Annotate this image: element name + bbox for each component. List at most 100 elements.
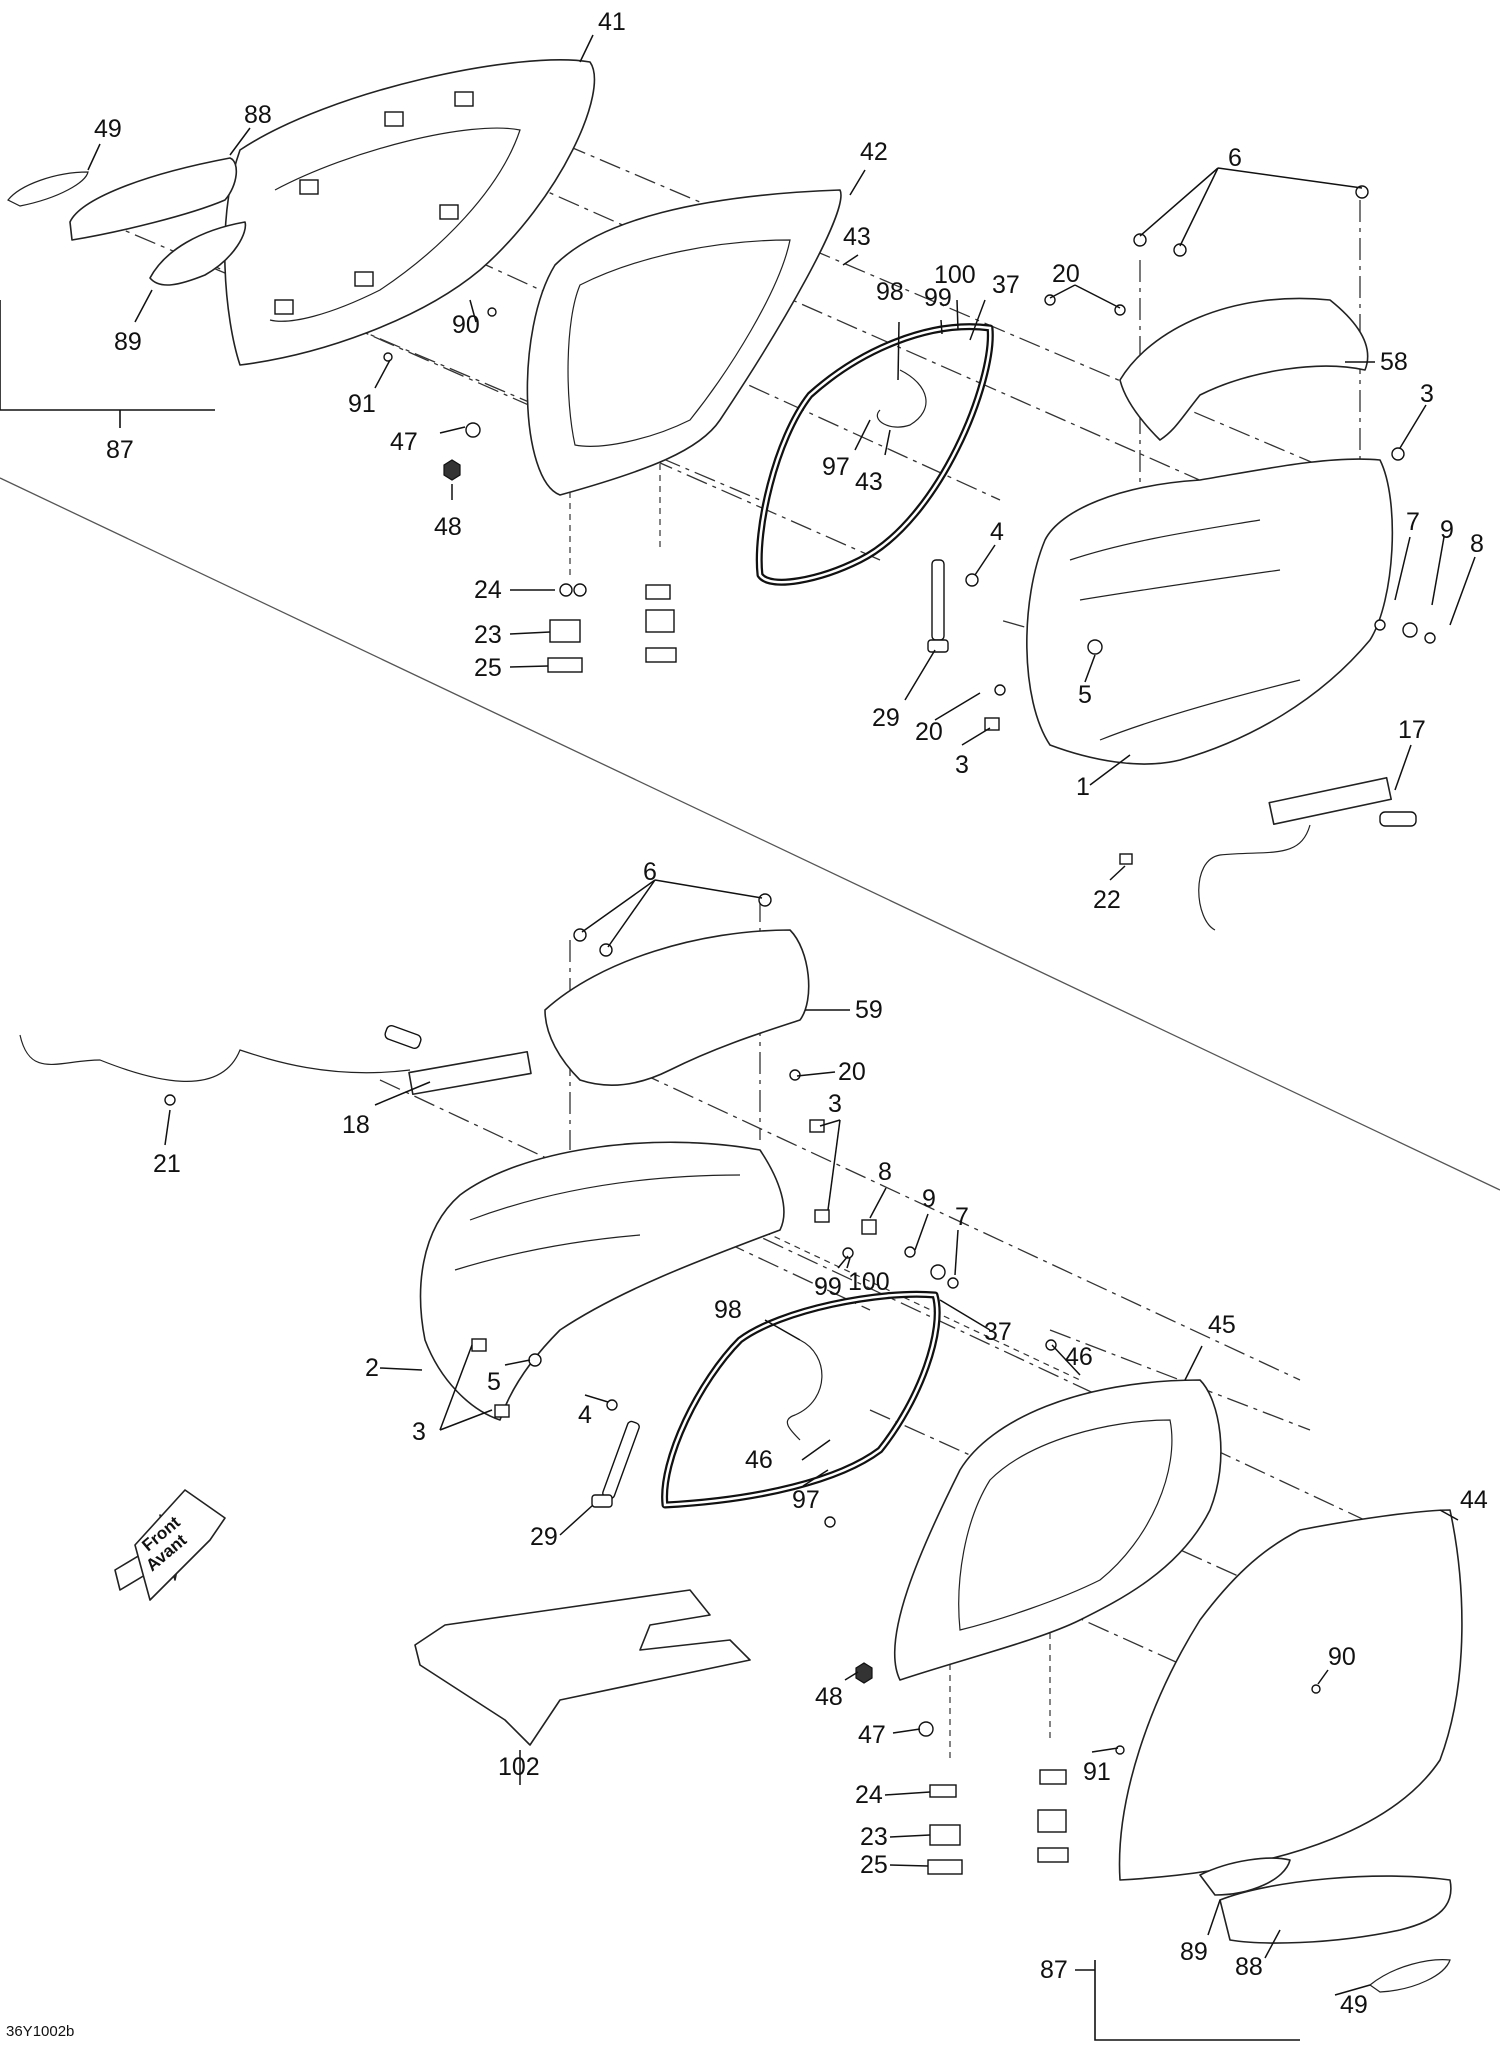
drawing-code: 36Y1002b: [6, 2023, 74, 2040]
bracket-87-top: [0, 300, 215, 411]
callout-25: 25: [860, 1851, 888, 1879]
saddlebag-case-2-ribs: [454, 1174, 741, 1271]
callout-6: 6: [1228, 144, 1242, 172]
callout-3: 3: [412, 1418, 426, 1446]
heat-shield-102: [414, 1589, 751, 1746]
callout-97: 97: [822, 453, 850, 481]
outer-lid-41-inner-edge: [269, 127, 521, 322]
callout-41: 41: [598, 8, 626, 36]
callout-98: 98: [876, 278, 904, 306]
saddlebag-case-1-ribs: [1069, 519, 1301, 741]
outer-lid-44: [1118, 1509, 1463, 1881]
trim-49-bottom: [1368, 1959, 1451, 1993]
callout-47: 47: [858, 1721, 886, 1749]
top-leader-lines: [87, 34, 1476, 881]
callout-42: 42: [860, 138, 888, 166]
callout-43: 43: [843, 223, 871, 251]
callout-47: 47: [390, 428, 418, 456]
top-callouts: 41 49 88 89 90 91 87 42 43 98 100 99 37 …: [94, 8, 1484, 914]
callout-100: 100: [848, 1268, 890, 1296]
top-small-hardware: [383, 185, 1436, 865]
callout-88: 88: [244, 101, 272, 129]
rear-cover-58: [1119, 297, 1369, 441]
callout-1: 1: [1076, 773, 1090, 801]
inner-liner-42-opening: [567, 239, 791, 447]
callout-18: 18: [342, 1111, 370, 1139]
seal-37-bottom: [661, 1290, 941, 1509]
callout-7: 7: [1406, 508, 1420, 536]
callout-45: 45: [1208, 1311, 1236, 1339]
callout-5: 5: [1078, 681, 1092, 709]
reflector-89-bottom: [1199, 1857, 1291, 1896]
callout-3: 3: [955, 751, 969, 779]
gas-strut-29-bottom: [591, 1420, 640, 1508]
callout-87: 87: [106, 436, 134, 464]
callout-48: 48: [815, 1683, 843, 1711]
callout-29: 29: [530, 1523, 558, 1551]
latch-17: [1198, 776, 1417, 931]
callout-22: 22: [1093, 886, 1121, 914]
callout-49: 49: [1340, 1991, 1368, 2019]
top-assembly: 41 49 88 89 90 91 87 42 43 98 100 99 37 …: [0, 8, 1484, 931]
trim-49: [7, 171, 89, 207]
callout-21: 21: [153, 1150, 181, 1178]
inner-liner-42: [526, 189, 842, 496]
bottom-leader-lines: [164, 879, 1459, 1996]
seal-37: [755, 323, 994, 586]
saddlebag-case-1: [1026, 458, 1394, 765]
callout-48: 48: [434, 513, 462, 541]
callout-3: 3: [828, 1090, 842, 1118]
callout-90: 90: [452, 311, 480, 339]
callout-37: 37: [992, 271, 1020, 299]
callout-4: 4: [990, 518, 1004, 546]
callout-5: 5: [487, 1368, 501, 1396]
saddlebag-case-2: [419, 1141, 785, 1421]
callout-4: 4: [578, 1401, 592, 1429]
bottom-hinge-set: [927, 1769, 1069, 1875]
callout-24: 24: [474, 576, 502, 604]
reflector-89: [149, 221, 247, 286]
callout-98: 98: [714, 1296, 742, 1324]
lid-clips: [274, 91, 474, 315]
callout-37: 37: [984, 1318, 1012, 1346]
top-hinge-set: [547, 583, 677, 673]
emblem-88-bottom: [1219, 1875, 1452, 1944]
callout-46: 46: [1065, 1343, 1093, 1371]
callout-91: 91: [1083, 1758, 1111, 1786]
latch-18: [19, 1024, 532, 1096]
inner-liner-45: [893, 1379, 1222, 1681]
callout-87: 87: [1040, 1956, 1068, 1984]
callout-97: 97: [792, 1486, 820, 1514]
callout-20: 20: [915, 718, 943, 746]
callout-91: 91: [348, 390, 376, 418]
callout-59: 59: [855, 996, 883, 1024]
callout-43: 43: [855, 468, 883, 496]
callout-20: 20: [1052, 260, 1080, 288]
callout-6: 6: [643, 858, 657, 886]
callout-89: 89: [1180, 1938, 1208, 1966]
callout-8: 8: [1470, 530, 1484, 558]
callout-24: 24: [855, 1781, 883, 1809]
callout-89: 89: [114, 328, 142, 356]
outer-lid-41: [224, 59, 596, 366]
callout-90: 90: [1328, 1643, 1356, 1671]
callout-9: 9: [1440, 516, 1454, 544]
lanyard-cable: [876, 369, 927, 428]
callout-44: 44: [1460, 1486, 1488, 1514]
callout-100: 100: [934, 261, 976, 289]
callout-25: 25: [474, 654, 502, 682]
callout-29: 29: [872, 704, 900, 732]
rear-cover-59: [544, 929, 810, 1086]
callout-46: 46: [745, 1446, 773, 1474]
callout-49: 49: [94, 115, 122, 143]
callout-58: 58: [1380, 348, 1408, 376]
front-direction-arrow: Front Avant: [114, 1489, 226, 1601]
callout-17: 17: [1398, 716, 1426, 744]
callout-102: 102: [498, 1753, 540, 1781]
emblem-88: [69, 157, 238, 241]
callout-8: 8: [878, 1158, 892, 1186]
callout-2: 2: [365, 1354, 379, 1382]
bottom-callouts: 6 59 20 18 21 3 8 9 7 99 100 98 37 2 5 4…: [153, 858, 1488, 2019]
inner-liner-45-opening: [958, 1419, 1173, 1631]
